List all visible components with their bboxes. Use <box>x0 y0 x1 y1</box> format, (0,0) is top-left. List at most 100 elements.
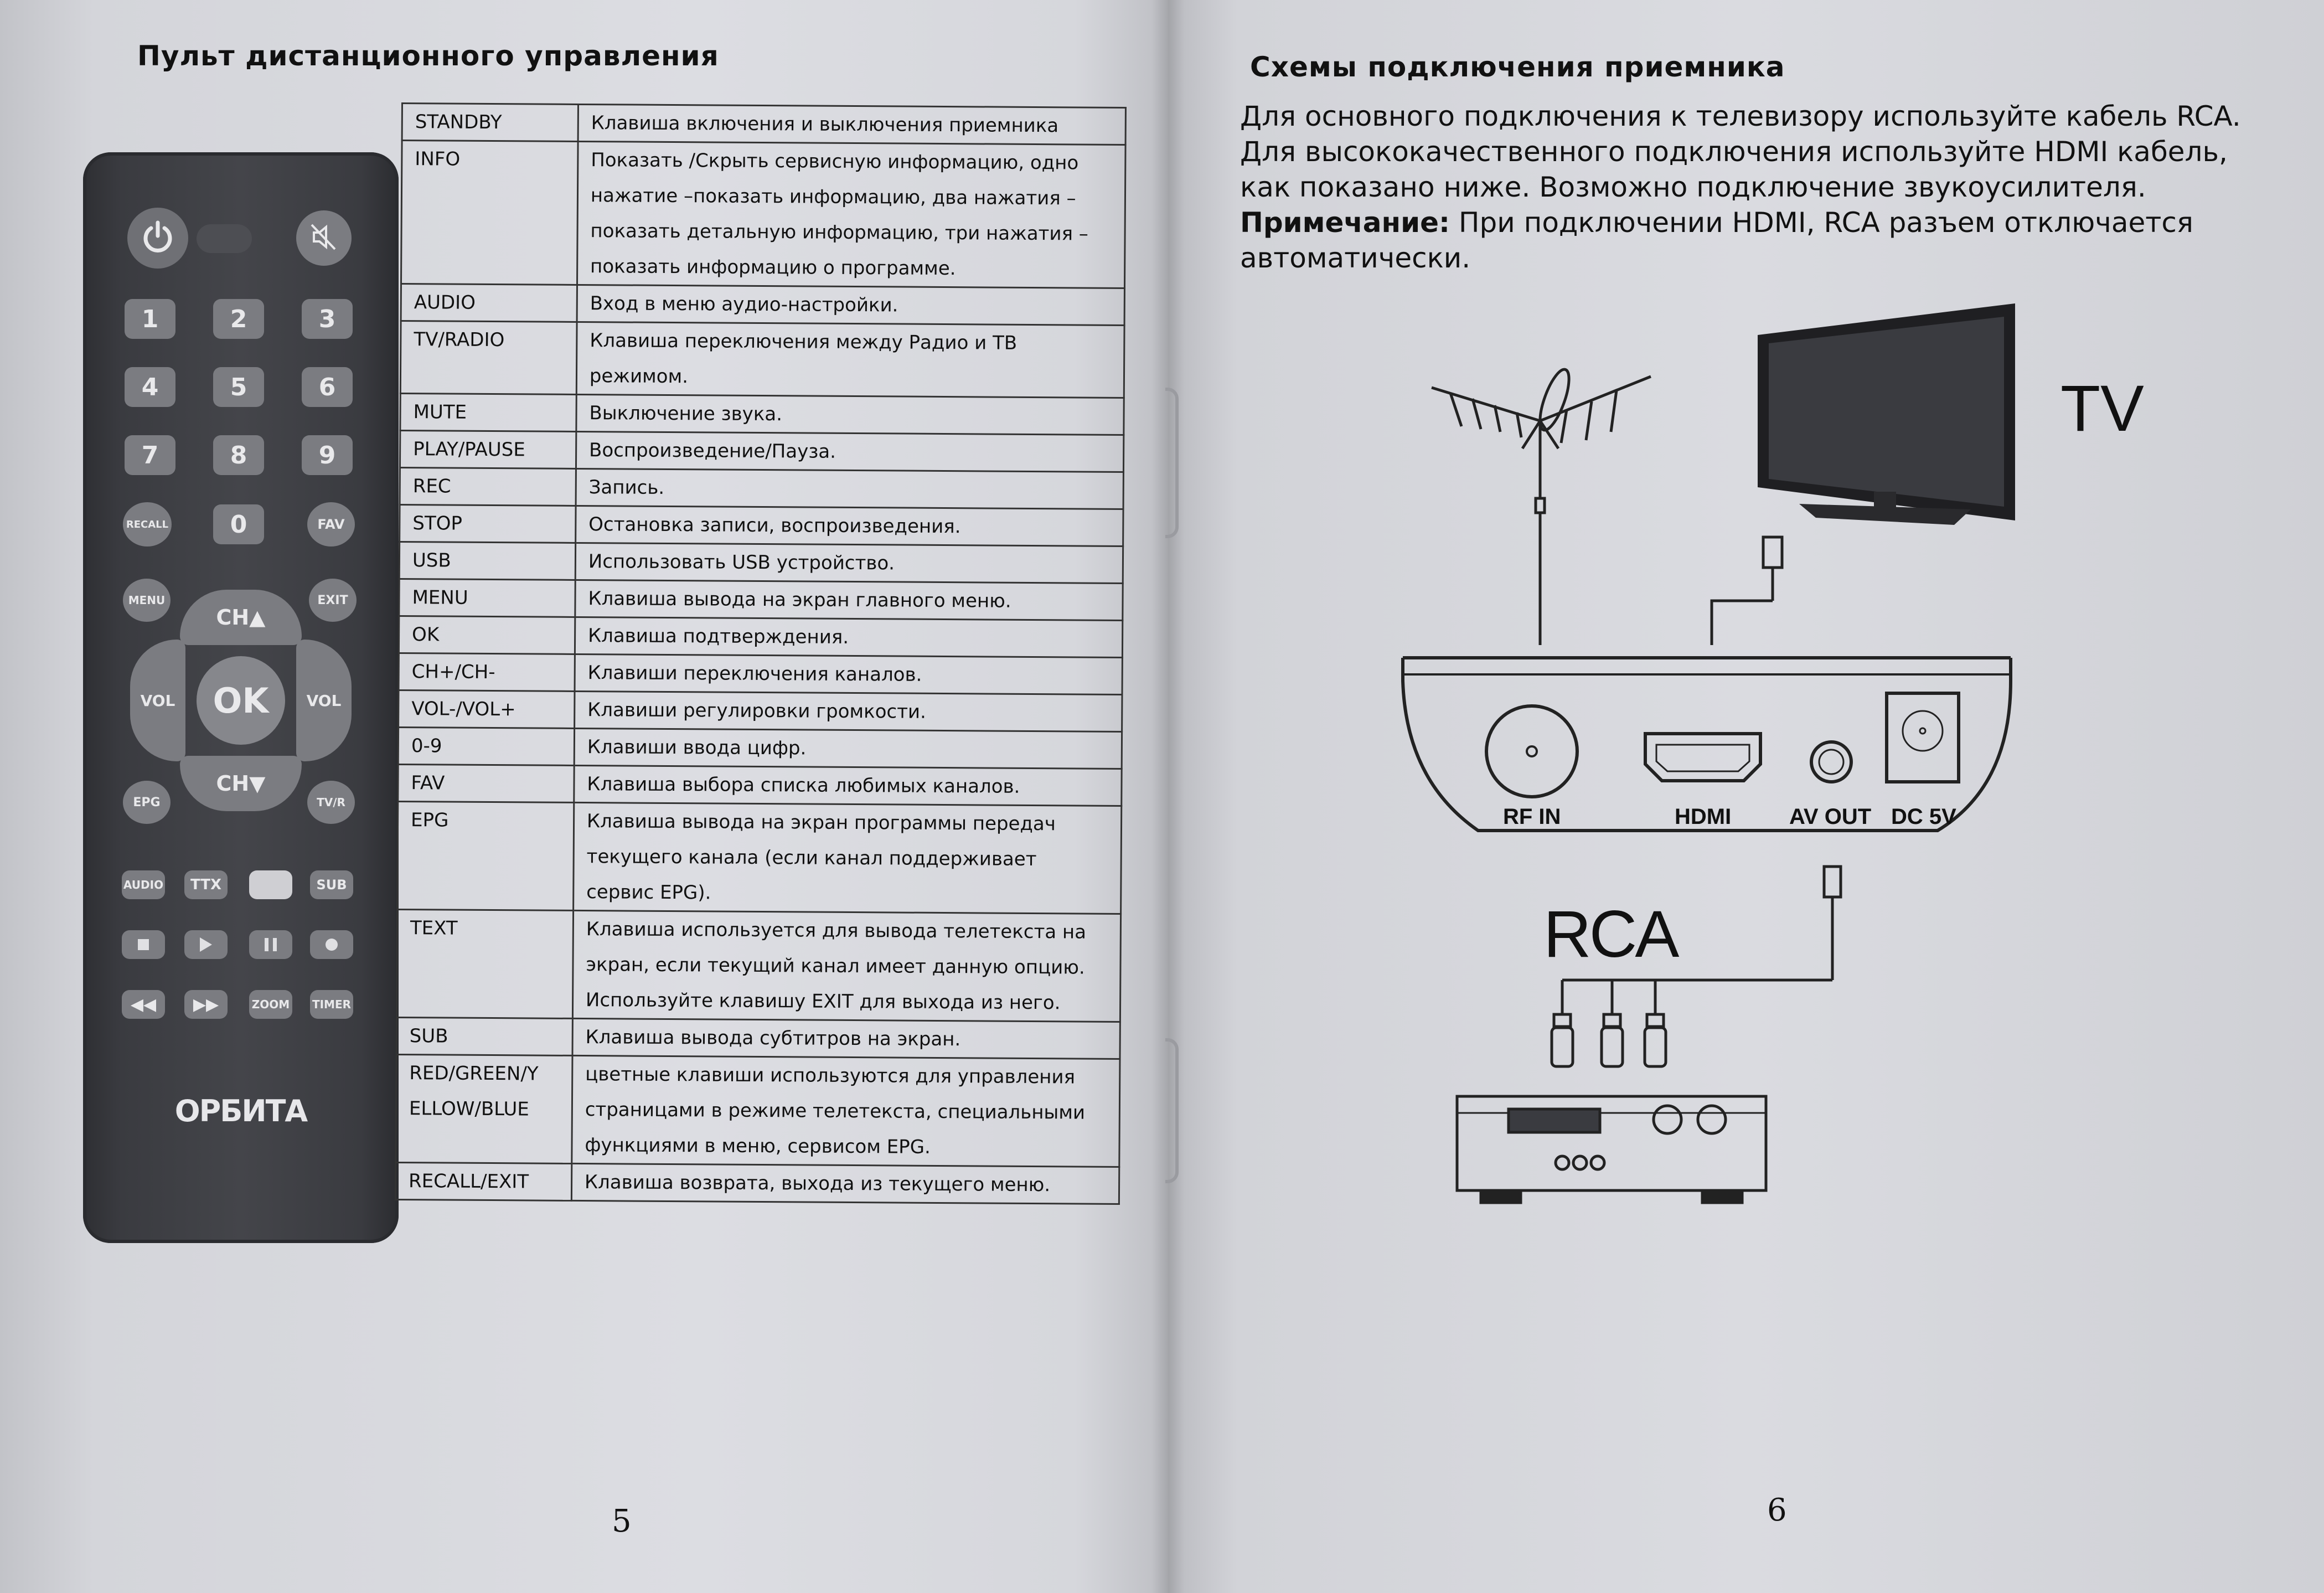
digit-7-button[interactable]: 7 <box>125 435 175 475</box>
key-name-cell: VOL-/VOL+ <box>398 690 575 729</box>
table-row: CH+/CH-Клавиши переключения каналов. <box>399 653 1123 695</box>
subtitle-button[interactable]: SUB <box>310 870 353 899</box>
key-name-cell: MENU <box>399 579 576 617</box>
fast-forward-button[interactable]: ▶▶ <box>184 990 228 1019</box>
volume-up-button[interactable]: VOL <box>296 640 352 761</box>
digit-9-button[interactable]: 9 <box>302 435 353 475</box>
record-button[interactable] <box>310 930 353 959</box>
mute-button[interactable] <box>296 210 352 266</box>
tv-icon <box>1758 303 2015 525</box>
power-icon <box>140 219 175 257</box>
blank-button[interactable] <box>249 870 292 899</box>
amplifier-icon <box>1455 1095 1768 1204</box>
digit-5-button[interactable]: 5 <box>213 367 264 407</box>
page-number: 5 <box>612 1503 632 1539</box>
timer-button[interactable]: TIMER <box>310 990 353 1019</box>
intro-text: Для основного подключения к телевизору и… <box>1240 100 2241 203</box>
table-row: VOL-/VOL+Клавиши регулировки громкости. <box>398 690 1122 732</box>
recall-button[interactable]: RECALL <box>123 502 172 547</box>
audio-button[interactable]: AUDIO <box>122 870 165 899</box>
pause-button[interactable] <box>249 930 292 959</box>
exit-button[interactable]: EXIT <box>309 579 357 622</box>
key-description-cell: Клавиша используется для вывода телетекс… <box>572 910 1121 1022</box>
digit-1-button[interactable]: 1 <box>125 299 175 339</box>
stop-icon <box>138 939 149 950</box>
key-description-cell: Клавиши регулировки громкости. <box>574 691 1122 732</box>
left-page: Пульт дистанционного управления 1 2 3 4 … <box>0 0 1168 1593</box>
play-icon <box>200 937 212 952</box>
key-name-cell: EPG <box>397 801 574 911</box>
key-name-cell: TV/RADIO <box>400 321 577 395</box>
volume-down-button[interactable]: VOL <box>130 640 185 761</box>
mute-icon <box>308 221 339 255</box>
digit-0-button[interactable]: 0 <box>213 504 264 544</box>
connection-diagram: TV RF IN HDMI <box>1401 303 2144 1204</box>
digit-6-button[interactable]: 6 <box>302 367 353 407</box>
port-label-dc-5v: DC 5V <box>1891 805 1956 829</box>
key-description-cell: Использовать USB устройство. <box>575 543 1123 584</box>
page-title: Пульт дистанционного управления <box>137 40 719 72</box>
key-description-cell: Клавиша включения и выключения приемника <box>577 104 1126 145</box>
staple-top <box>1165 388 1179 538</box>
book-spine <box>1151 0 1185 1593</box>
key-name-cell: 0-9 <box>398 727 575 766</box>
menu-button[interactable]: MENU <box>123 579 171 622</box>
key-description-cell: Клавиша выбора списка любимых каналов. <box>574 765 1122 806</box>
key-name-cell: STANDBY <box>402 103 579 142</box>
key-name-cell: STOP <box>399 504 576 543</box>
connection-instructions: Для основного подключения к телевизору и… <box>1240 99 2281 276</box>
digit-4-button[interactable]: 4 <box>125 367 175 407</box>
digit-3-button[interactable]: 3 <box>302 299 353 339</box>
page-number: 6 <box>1767 1492 1787 1528</box>
antenna-icon <box>1431 368 1651 645</box>
tv-radio-button[interactable]: TV/R <box>307 781 355 824</box>
key-name-cell: PLAY/PAUSE <box>400 430 576 469</box>
digit-8-button[interactable]: 8 <box>213 435 264 475</box>
key-name-cell: MUTE <box>400 393 577 432</box>
digit-2-button[interactable]: 2 <box>213 299 264 339</box>
key-name-cell: RECALL/EXIT <box>395 1162 572 1201</box>
pause-icon <box>265 938 277 951</box>
key-description-cell: Выключение звука. <box>576 394 1124 435</box>
ok-button[interactable]: OK <box>197 656 285 745</box>
teletext-button[interactable]: TTX <box>184 870 228 899</box>
tv-label: TV <box>2060 372 2144 445</box>
zoom-button[interactable]: ZOOM <box>249 990 292 1019</box>
power-button[interactable] <box>127 208 188 269</box>
port-label-hdmi: HDMI <box>1675 805 1731 829</box>
rca-label: RCA <box>1543 897 1679 971</box>
key-name-cell: FAV <box>397 764 575 803</box>
port-label-rf-in: RF IN <box>1503 805 1561 829</box>
record-icon <box>326 939 338 951</box>
play-button[interactable] <box>184 930 228 959</box>
key-name-cell: RED/GREEN/Y ELLOW/BLUE <box>395 1054 572 1164</box>
channel-down-button[interactable]: CH▼ <box>180 756 302 811</box>
key-description-cell: Воспроизведение/Пауза. <box>576 431 1124 472</box>
led-indicator <box>197 224 252 253</box>
fav-button[interactable]: FAV <box>307 502 355 547</box>
epg-button[interactable]: EPG <box>123 781 171 824</box>
key-description-cell: Клавиша вывода на экран программы переда… <box>573 802 1122 914</box>
key-description-cell: Клавиша переключения между Радио и ТВ ре… <box>576 322 1125 398</box>
channel-up-button[interactable]: CH▲ <box>180 590 302 645</box>
key-name-cell: CH+/CH- <box>399 653 575 692</box>
stop-button[interactable] <box>122 930 165 959</box>
hdmi-cable-icon <box>1710 535 1784 645</box>
key-description-cell: Клавиша вывода субтитров на экран. <box>572 1018 1120 1059</box>
note-label: Примечание: <box>1240 207 1450 239</box>
rewind-button[interactable]: ◀◀ <box>122 990 165 1019</box>
